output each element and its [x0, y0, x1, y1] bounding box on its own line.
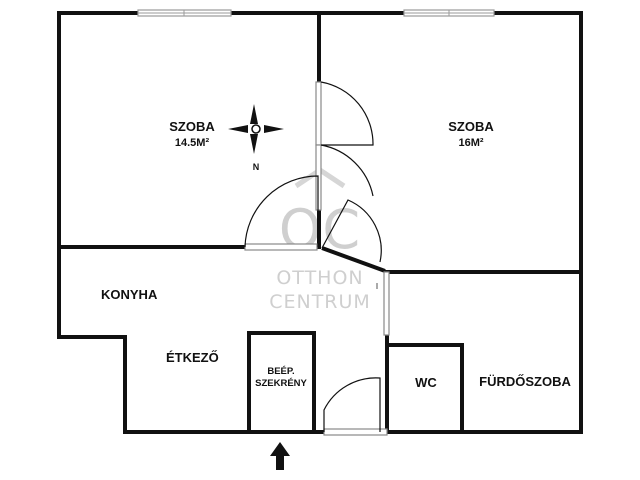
- watermark-line2: CENTRUM: [269, 291, 371, 313]
- compass-west-point: [228, 125, 248, 133]
- wall-closet: [247, 331, 316, 434]
- walls: [57, 11, 583, 434]
- door-entrance-swing: [323, 377, 381, 432]
- compass-east-point: [264, 125, 284, 133]
- door-right-room-swing: [321, 199, 382, 263]
- door-entrance-leaf: [323, 428, 388, 436]
- windows: [137, 9, 495, 17]
- label-closet-line2: SZEKRÉNY: [255, 378, 307, 389]
- compass: N: [228, 104, 284, 172]
- label-closet-line1: BEÉP.: [267, 366, 294, 377]
- wall-wc: [385, 343, 464, 434]
- label-left-room-name: SZOBA: [169, 119, 215, 134]
- compass-south-point: [250, 134, 258, 154]
- door-bedrooms-upper-leaf: [315, 81, 322, 146]
- label-dining: ÉTKEZŐ: [166, 350, 219, 365]
- entrance-arrow-icon: [270, 442, 290, 470]
- label-right-room-name: SZOBA: [448, 119, 494, 134]
- door-bathroom-leaf: [383, 271, 390, 336]
- label-right-room-area: 16M²: [458, 137, 483, 149]
- label-kitchen: KONYHA: [101, 287, 158, 302]
- doors: [244, 81, 390, 436]
- door-left-room-leaf: [244, 243, 318, 251]
- label-bathroom: FÜRDŐSZOBA: [479, 374, 571, 389]
- compass-north-label: N: [253, 162, 260, 172]
- door-bedrooms-upper-swing: [320, 81, 374, 146]
- door-bedrooms-lower-swing: [320, 144, 374, 197]
- door-left-room-swing: [244, 175, 319, 248]
- label-wc: WC: [415, 375, 437, 390]
- watermark-line1: OTTHON: [276, 267, 363, 289]
- door-right-room-leaf: [321, 246, 386, 273]
- compass-north-point: [250, 104, 258, 124]
- label-left-room-area: 14.5M²: [175, 137, 210, 149]
